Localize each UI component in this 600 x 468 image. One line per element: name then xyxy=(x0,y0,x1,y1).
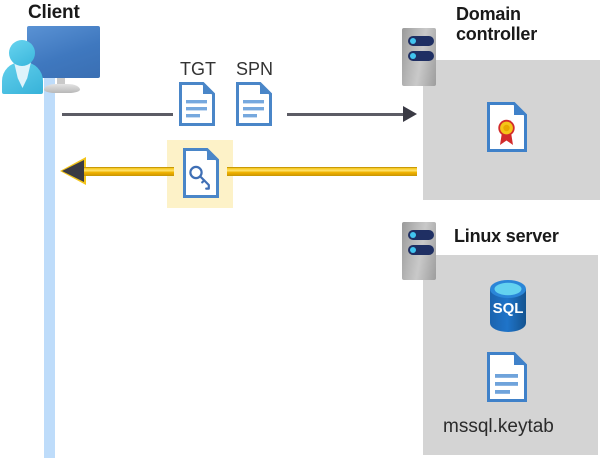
keytab-filename-label: mssql.keytab xyxy=(443,416,554,437)
response-arrow-segment-left xyxy=(80,167,174,176)
monitor-stand-neck-icon xyxy=(57,78,65,88)
tgt-label: TGT xyxy=(180,59,216,79)
client-label: Client xyxy=(28,2,80,23)
sql-database-text: SQL xyxy=(493,300,524,317)
request-arrow-segment-left xyxy=(62,113,173,116)
user-head-icon xyxy=(9,40,35,66)
server-bay-icon xyxy=(408,36,434,46)
tgt-document-icon xyxy=(179,82,215,126)
domain-controller-server-icon xyxy=(402,28,436,86)
server-bay-icon xyxy=(408,245,434,255)
client-lifeline-bar xyxy=(44,60,55,458)
spn-label: SPN xyxy=(236,59,274,79)
response-arrow-segment-right xyxy=(227,167,417,176)
request-arrowhead-icon xyxy=(403,106,417,122)
server-bay-icon xyxy=(408,51,434,61)
linux-server-label: Linux server xyxy=(454,226,559,246)
domain-controller-label: Domain controller xyxy=(456,4,538,45)
server-bay-icon xyxy=(408,230,434,240)
certificate-document-icon xyxy=(487,102,527,152)
response-arrowhead-icon xyxy=(62,160,84,182)
request-arrow-segment-right xyxy=(287,113,404,116)
key-document-icon xyxy=(183,148,219,198)
monitor-stand-base-icon xyxy=(44,84,80,93)
spn-document-icon xyxy=(236,82,272,126)
linux-server-icon xyxy=(402,222,436,280)
keytab-document-icon xyxy=(487,352,527,402)
sql-database-icon: SQL xyxy=(484,278,532,334)
